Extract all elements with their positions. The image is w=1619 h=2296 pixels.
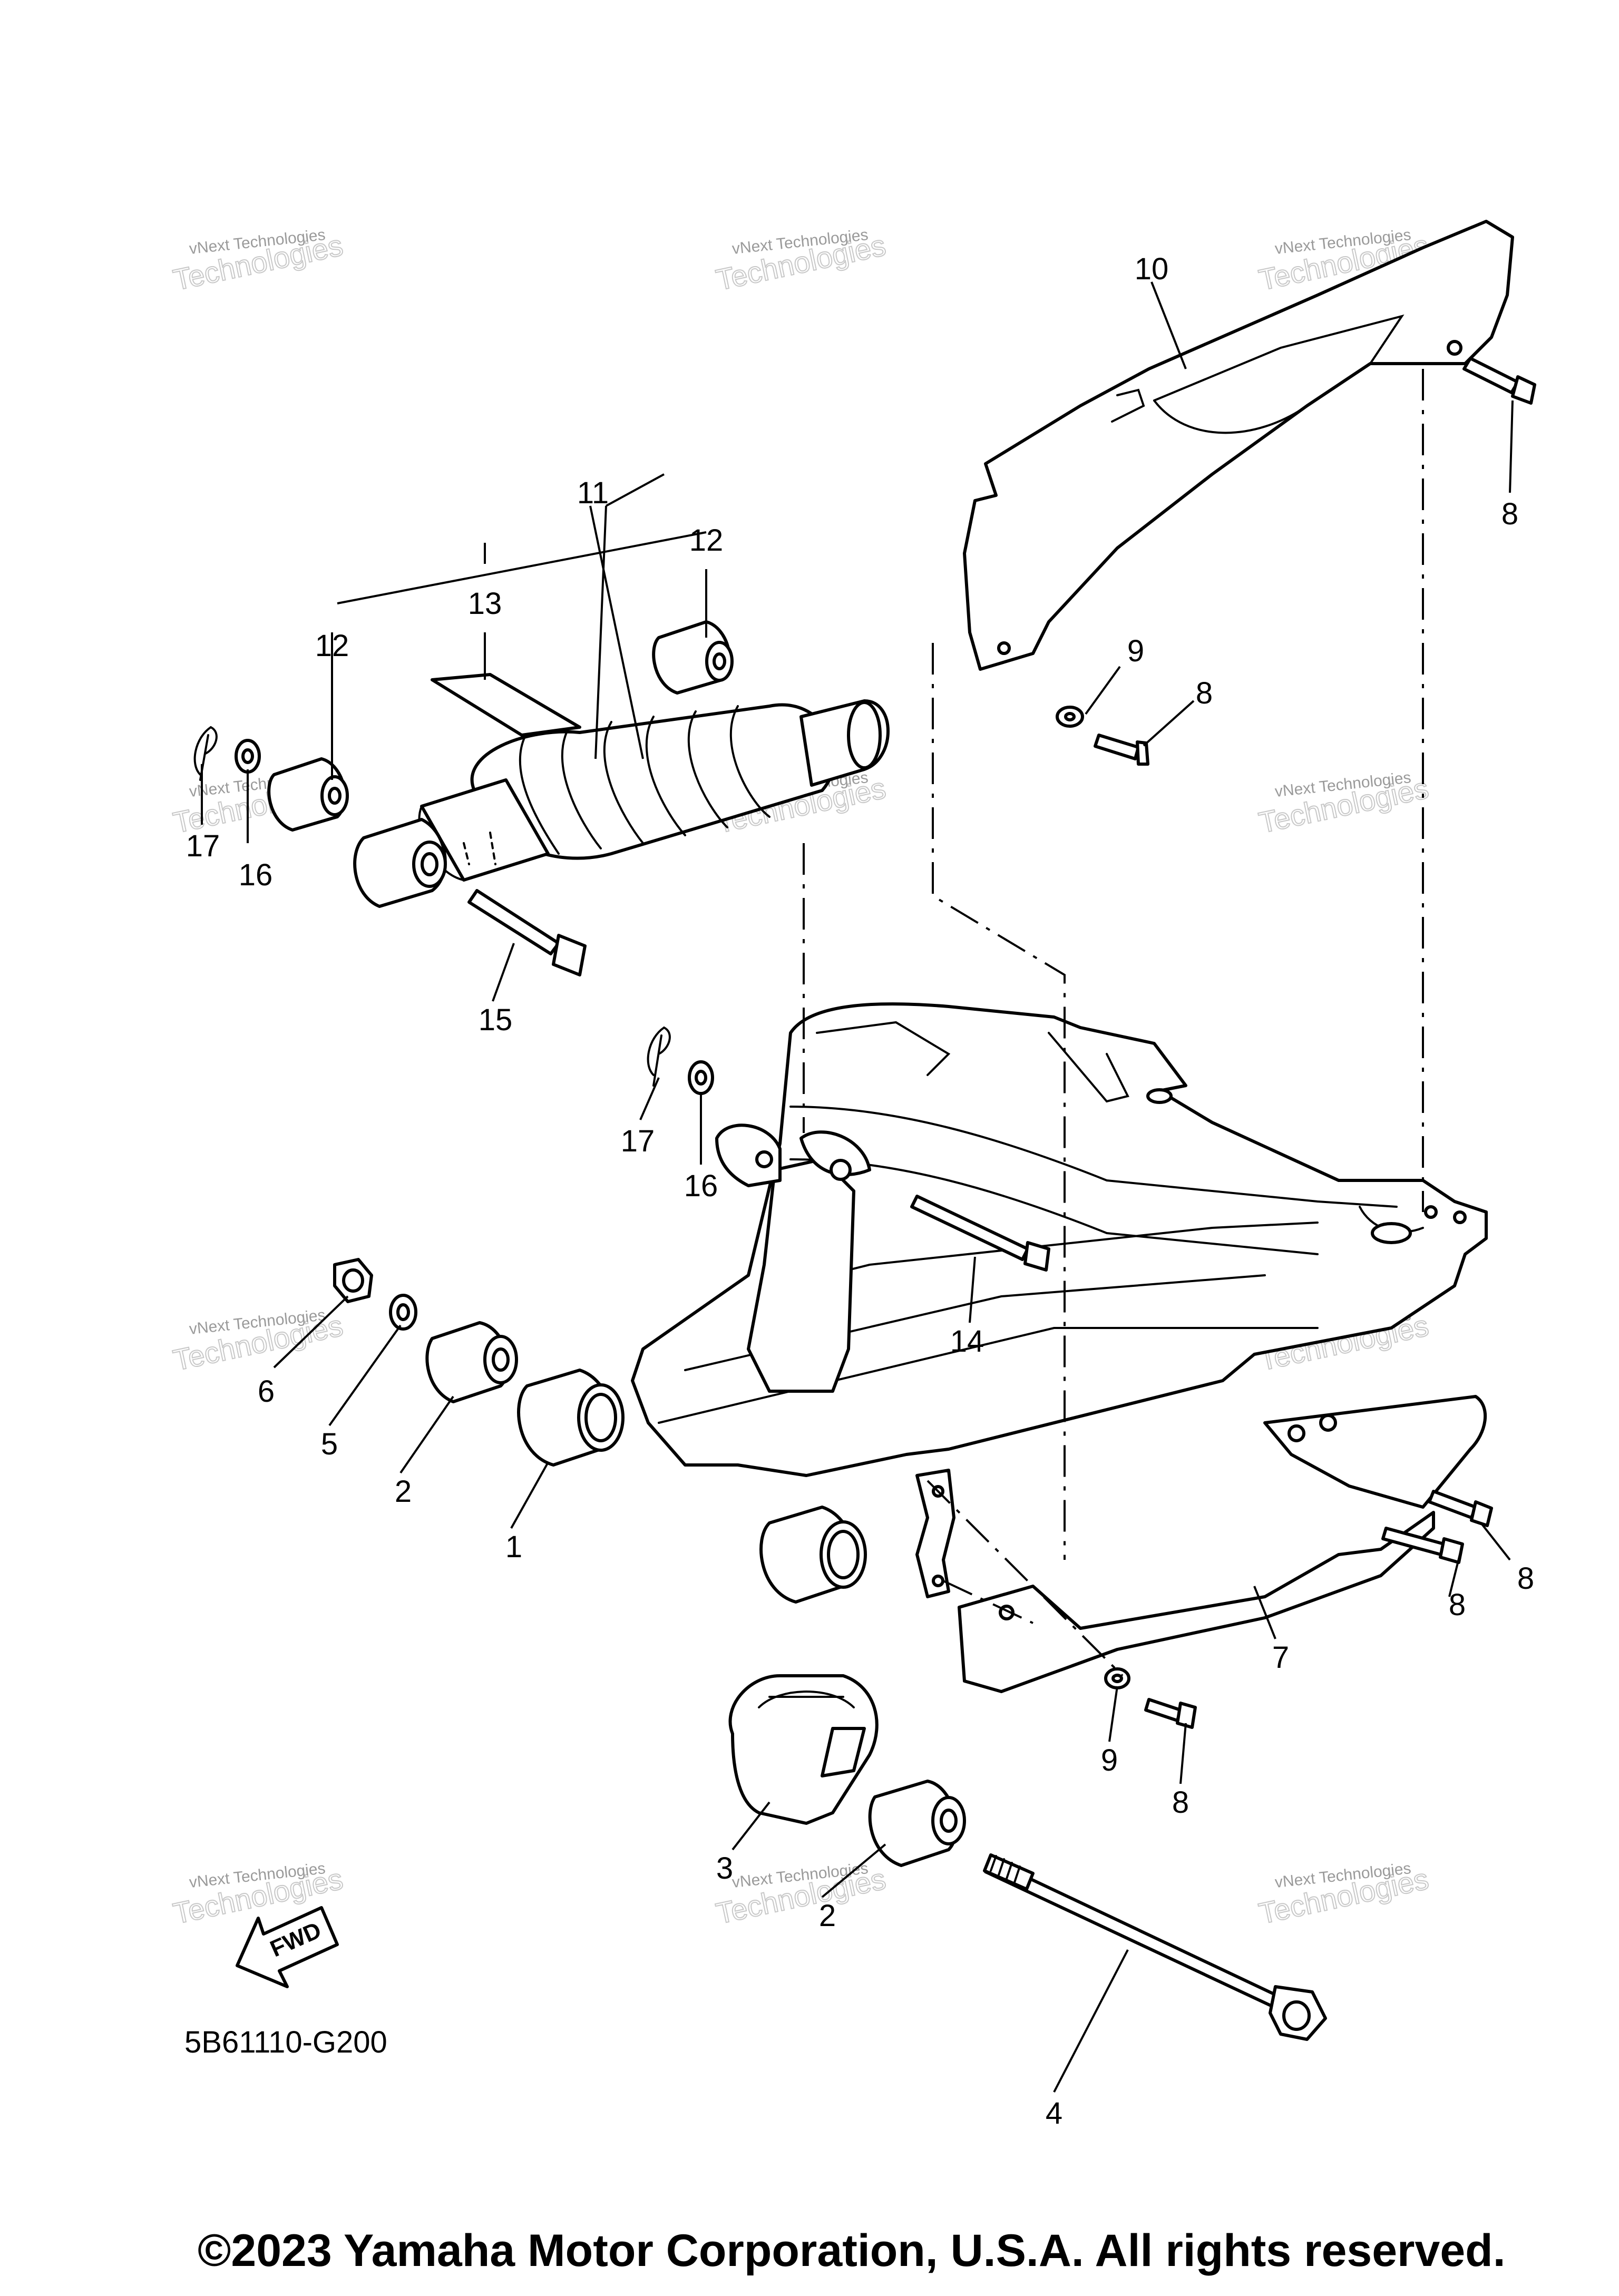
shock-label-sticker-part[interactable]: [431, 673, 581, 737]
relay-arm-part[interactable]: [715, 1123, 871, 1393]
bushing-2-lower[interactable]: [868, 1780, 966, 1867]
callout-4[interactable]: 4: [1046, 2096, 1062, 2131]
diagram-code: 5B61110-G200: [184, 2025, 387, 2059]
washer-16-lower[interactable]: [688, 1060, 714, 1095]
callout-8-upper-mid[interactable]: 8: [1196, 676, 1213, 710]
callout-8-right-2[interactable]: 8: [1517, 1561, 1534, 1596]
callout-12-right[interactable]: 12: [689, 523, 724, 558]
pivot-shaft-4[interactable]: [983, 1853, 1327, 2041]
callout-12-left[interactable]: 12: [315, 629, 349, 663]
relay-bolt-14[interactable]: [910, 1195, 1050, 1272]
bolt-upper-mid[interactable]: [1094, 734, 1149, 766]
swingarm-part[interactable]: [631, 1002, 1488, 1477]
bushing-2-upper[interactable]: [425, 1321, 518, 1403]
callout-16-upper[interactable]: 16: [239, 858, 273, 892]
bolt-lower-mid[interactable]: [1144, 1698, 1197, 1729]
washer-5[interactable]: [389, 1294, 417, 1331]
bolt-chain-guide-2[interactable]: [1381, 1527, 1464, 1564]
callout-15[interactable]: 15: [479, 1003, 513, 1037]
bolt-chain-guide-1[interactable]: [1428, 1490, 1493, 1527]
washer-16-upper[interactable]: [235, 739, 261, 774]
callout-2-lower[interactable]: 2: [819, 1899, 836, 1933]
swingarm-bracket[interactable]: [915, 1469, 955, 1598]
callout-3[interactable]: 3: [716, 1851, 733, 1885]
callout-9-upper[interactable]: 9: [1127, 634, 1144, 668]
callout-8-lower[interactable]: 8: [1172, 1785, 1189, 1820]
callout-numbers: 10 8 11 12 13 12 9 8 17 16 15 17 16 14 6…: [186, 252, 1534, 2131]
collar-left[interactable]: [267, 757, 349, 832]
callout-17-lower[interactable]: 17: [621, 1124, 655, 1158]
callout-8-top[interactable]: 8: [1501, 497, 1518, 531]
callout-11[interactable]: 11: [577, 476, 609, 510]
washer-upper[interactable]: [1056, 706, 1084, 728]
callout-14[interactable]: 14: [950, 1324, 984, 1359]
assembly-guide-lines: [803, 369, 1424, 1677]
chain-guide-part[interactable]: [958, 1395, 1487, 1693]
shock-mount-bolt-15[interactable]: [467, 889, 587, 976]
forward-direction-arrow: FWD: [236, 1906, 339, 1988]
washer-9-lower[interactable]: [1104, 1667, 1130, 1689]
callout-1[interactable]: 1: [505, 1530, 522, 1564]
callout-5[interactable]: 5: [321, 1427, 338, 1461]
callout-9-lower[interactable]: 9: [1101, 1743, 1118, 1777]
bolt-upper-right[interactable]: [1462, 357, 1536, 405]
collar-right[interactable]: [652, 620, 734, 695]
callout-16-lower[interactable]: 16: [684, 1169, 718, 1203]
callout-13[interactable]: 13: [468, 587, 502, 621]
callout-6[interactable]: 6: [258, 1374, 275, 1409]
pivot-bushing-1[interactable]: [517, 1369, 625, 1467]
cotter-pin-17-upper[interactable]: [193, 726, 218, 781]
cotter-pin-17-lower[interactable]: [647, 1027, 671, 1087]
pivot-bushing-lower[interactable]: [759, 1506, 867, 1604]
callout-7[interactable]: 7: [1272, 1640, 1289, 1675]
nut-6[interactable]: [333, 1258, 373, 1303]
callout-10[interactable]: 10: [1135, 252, 1169, 286]
callout-17-upper[interactable]: 17: [186, 829, 220, 863]
rear-shock-absorber-part[interactable]: [353, 699, 890, 908]
copyright-notice: ©2023 Yamaha Motor Corporation, U.S.A. A…: [198, 2225, 1506, 2276]
chain-guard-part[interactable]: [963, 220, 1514, 671]
callout-2-upper[interactable]: 2: [395, 1474, 412, 1509]
leader-lines: [201, 281, 1514, 2093]
bushing-holder-3[interactable]: [728, 1674, 879, 1825]
callout-8-right-1[interactable]: 8: [1449, 1588, 1466, 1622]
